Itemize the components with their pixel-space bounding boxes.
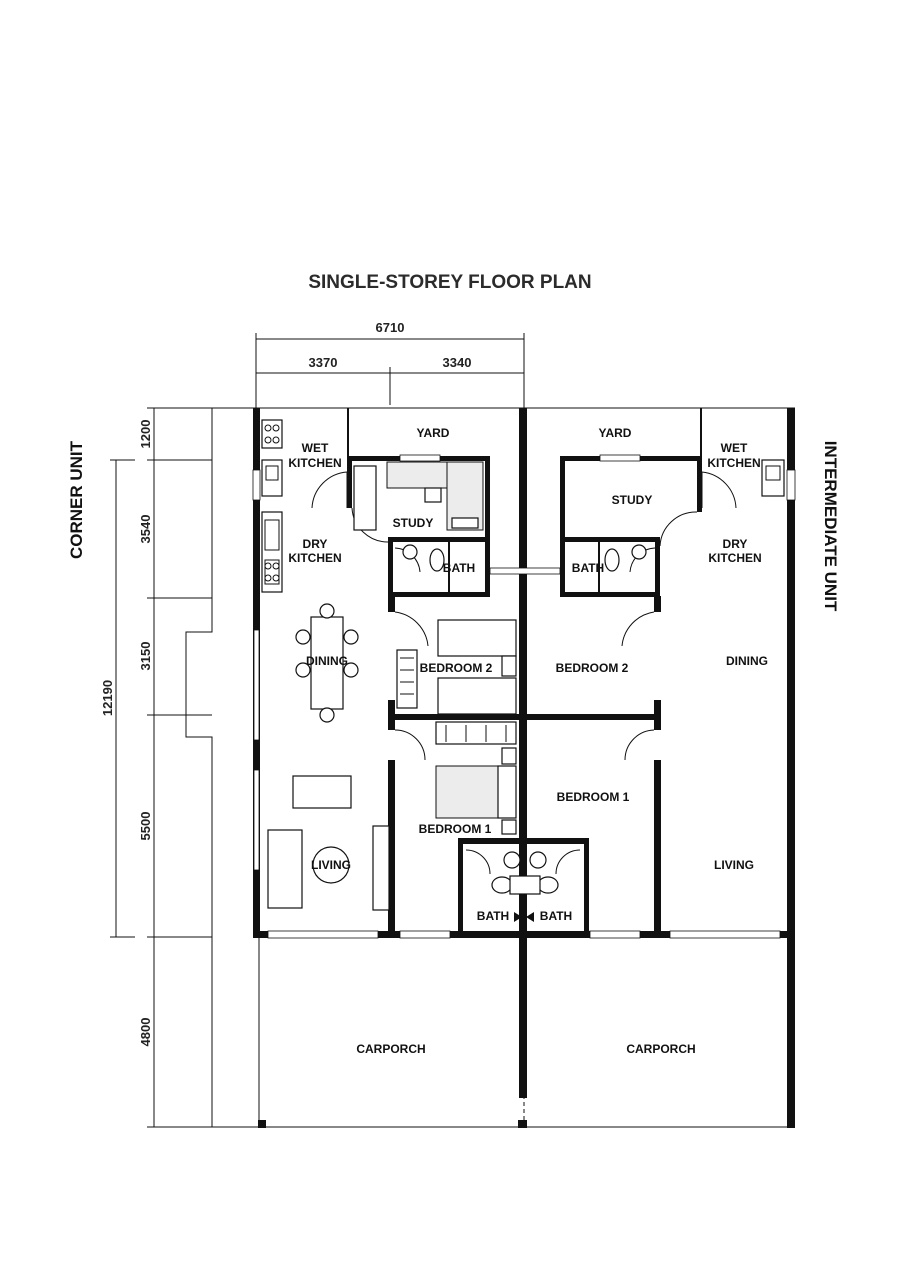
corner-bath-label: BATH [443,561,475,575]
left-dimensions: 1200 3540 3150 5500 4800 12190 [100,407,212,1128]
corner-room-labels: WET KITCHEN YARD DRY KITCHEN STUDY BATH … [288,426,509,1056]
inter-yard-label: YARD [599,426,632,440]
intermediate-fixtures [604,459,785,572]
corner-wet-kitchen-label-1: WET [302,441,329,455]
dim-overall-width: 6710 [376,320,405,335]
corner-dry-kitchen-label-2: KITCHEN [288,551,341,565]
inter-bath-shared-label: BATH [540,909,572,923]
inter-wet-kitchen-label-1: WET [721,441,748,455]
inter-dining-label: DINING [726,654,768,668]
doors [311,471,791,1120]
intermediate-unit-label: INTERMEDIATE UNIT [821,441,840,612]
corner-bedroom2-label: BEDROOM 2 [420,661,493,675]
dim-seg-3: 3150 [138,642,153,671]
corner-unit-label: CORNER UNIT [67,440,86,559]
corner-fixtures [261,419,559,911]
intermediate-room-labels: YARD WET KITCHEN STUDY BATH DRY KITCHEN … [540,426,768,1056]
windows [252,454,796,939]
corner-study-label: STUDY [393,516,434,530]
inter-bedroom1-label: BEDROOM 1 [557,790,630,804]
dim-seg-5: 4800 [138,1018,153,1047]
corner-carporch-label: CARPORCH [356,1042,425,1056]
top-dimensions: 6710 3370 3340 [255,320,525,410]
inter-dry-kitchen-label-2: KITCHEN [708,551,761,565]
walls [253,408,795,1128]
dim-left-width: 3370 [309,355,338,370]
corner-dining-label: DINING [306,654,348,668]
corner-bath-shared-label: BATH [477,909,509,923]
corner-living-label: LIVING [311,858,351,872]
plan-title: SINGLE-STOREY FLOOR PLAN [308,272,591,293]
inter-dry-kitchen-label-1: DRY [723,537,748,551]
inter-carporch-label: CARPORCH [626,1042,695,1056]
corner-yard-label: YARD [417,426,450,440]
dim-seg-4: 5500 [138,812,153,841]
corner-wet-kitchen-label-2: KITCHEN [288,456,341,470]
dim-overall-depth: 12190 [100,680,115,716]
inter-bath-label: BATH [572,561,604,575]
dim-right-width: 3340 [443,355,472,370]
corner-dry-kitchen-label-1: DRY [303,537,328,551]
corner-bedroom1-label: BEDROOM 1 [419,822,492,836]
bath-divider-icon [514,912,534,922]
dim-seg-2: 3540 [138,515,153,544]
site-outline [185,407,795,1128]
inter-living-label: LIVING [714,858,754,872]
inter-wet-kitchen-label-2: KITCHEN [707,456,760,470]
inter-study-label: STUDY [612,493,653,507]
inter-bedroom2-label: BEDROOM 2 [556,661,629,675]
dim-seg-1: 1200 [138,420,153,449]
